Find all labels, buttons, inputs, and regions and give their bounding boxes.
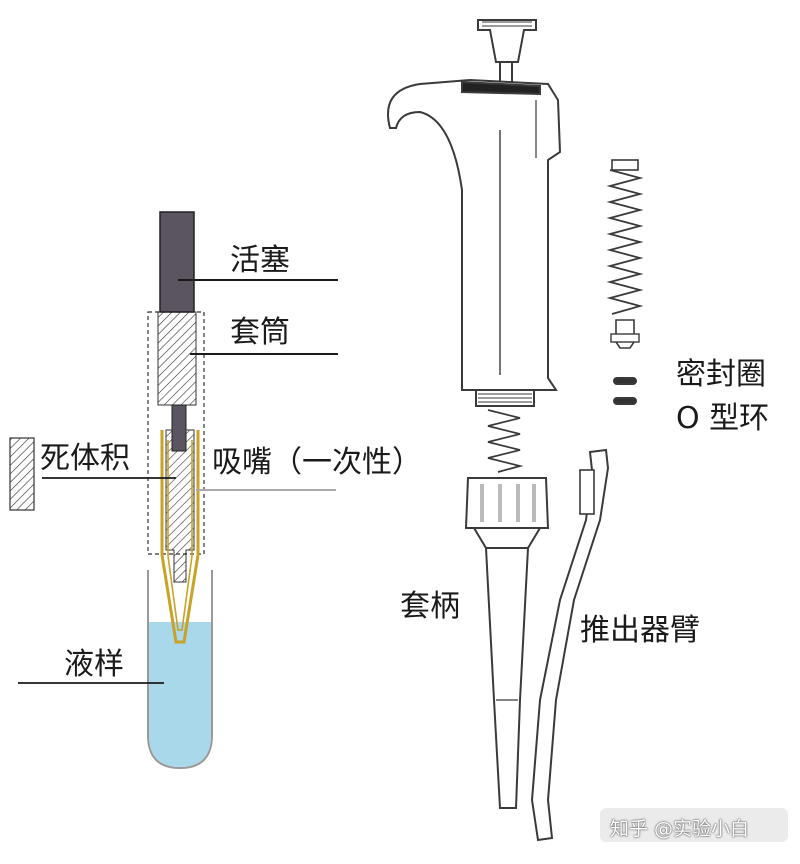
dead-volume-label: 死体积 xyxy=(40,441,130,476)
liquid-sample-label: 液样 xyxy=(64,647,124,682)
liquid-sample xyxy=(149,622,211,767)
o-ring-label: O 型环 xyxy=(676,401,770,436)
shaft-label: 套柄 xyxy=(400,589,460,624)
plunger-knob xyxy=(477,19,537,63)
piston-rod xyxy=(159,211,195,313)
disposable-tip xyxy=(160,430,200,644)
handle-body xyxy=(387,78,562,391)
cross-section xyxy=(9,211,338,770)
piston-inner xyxy=(171,404,187,452)
threads xyxy=(475,389,535,407)
seal-spring xyxy=(606,169,644,315)
pipette xyxy=(387,19,644,842)
tip-inner xyxy=(167,440,193,631)
piston-label: 活塞 xyxy=(230,243,290,278)
dead-volume-legend-swatch xyxy=(9,437,35,511)
shaft xyxy=(484,547,530,809)
o-ring-part xyxy=(613,397,637,405)
seal-ring-label: 密封圈 xyxy=(676,357,766,392)
watermark: 知乎 @实验小白 xyxy=(610,818,750,840)
watermark-badge xyxy=(600,808,788,842)
ejector-arm-label: 推出器臂 xyxy=(580,613,700,648)
tip-label: 吸嘴（一次性） xyxy=(212,445,422,480)
ejector-arm xyxy=(530,448,610,842)
seal-ring-part xyxy=(613,377,637,385)
sleeve-label: 套筒 xyxy=(230,315,290,350)
test-tube xyxy=(147,570,213,770)
collar-nut xyxy=(464,477,550,529)
main-spring xyxy=(487,409,524,473)
